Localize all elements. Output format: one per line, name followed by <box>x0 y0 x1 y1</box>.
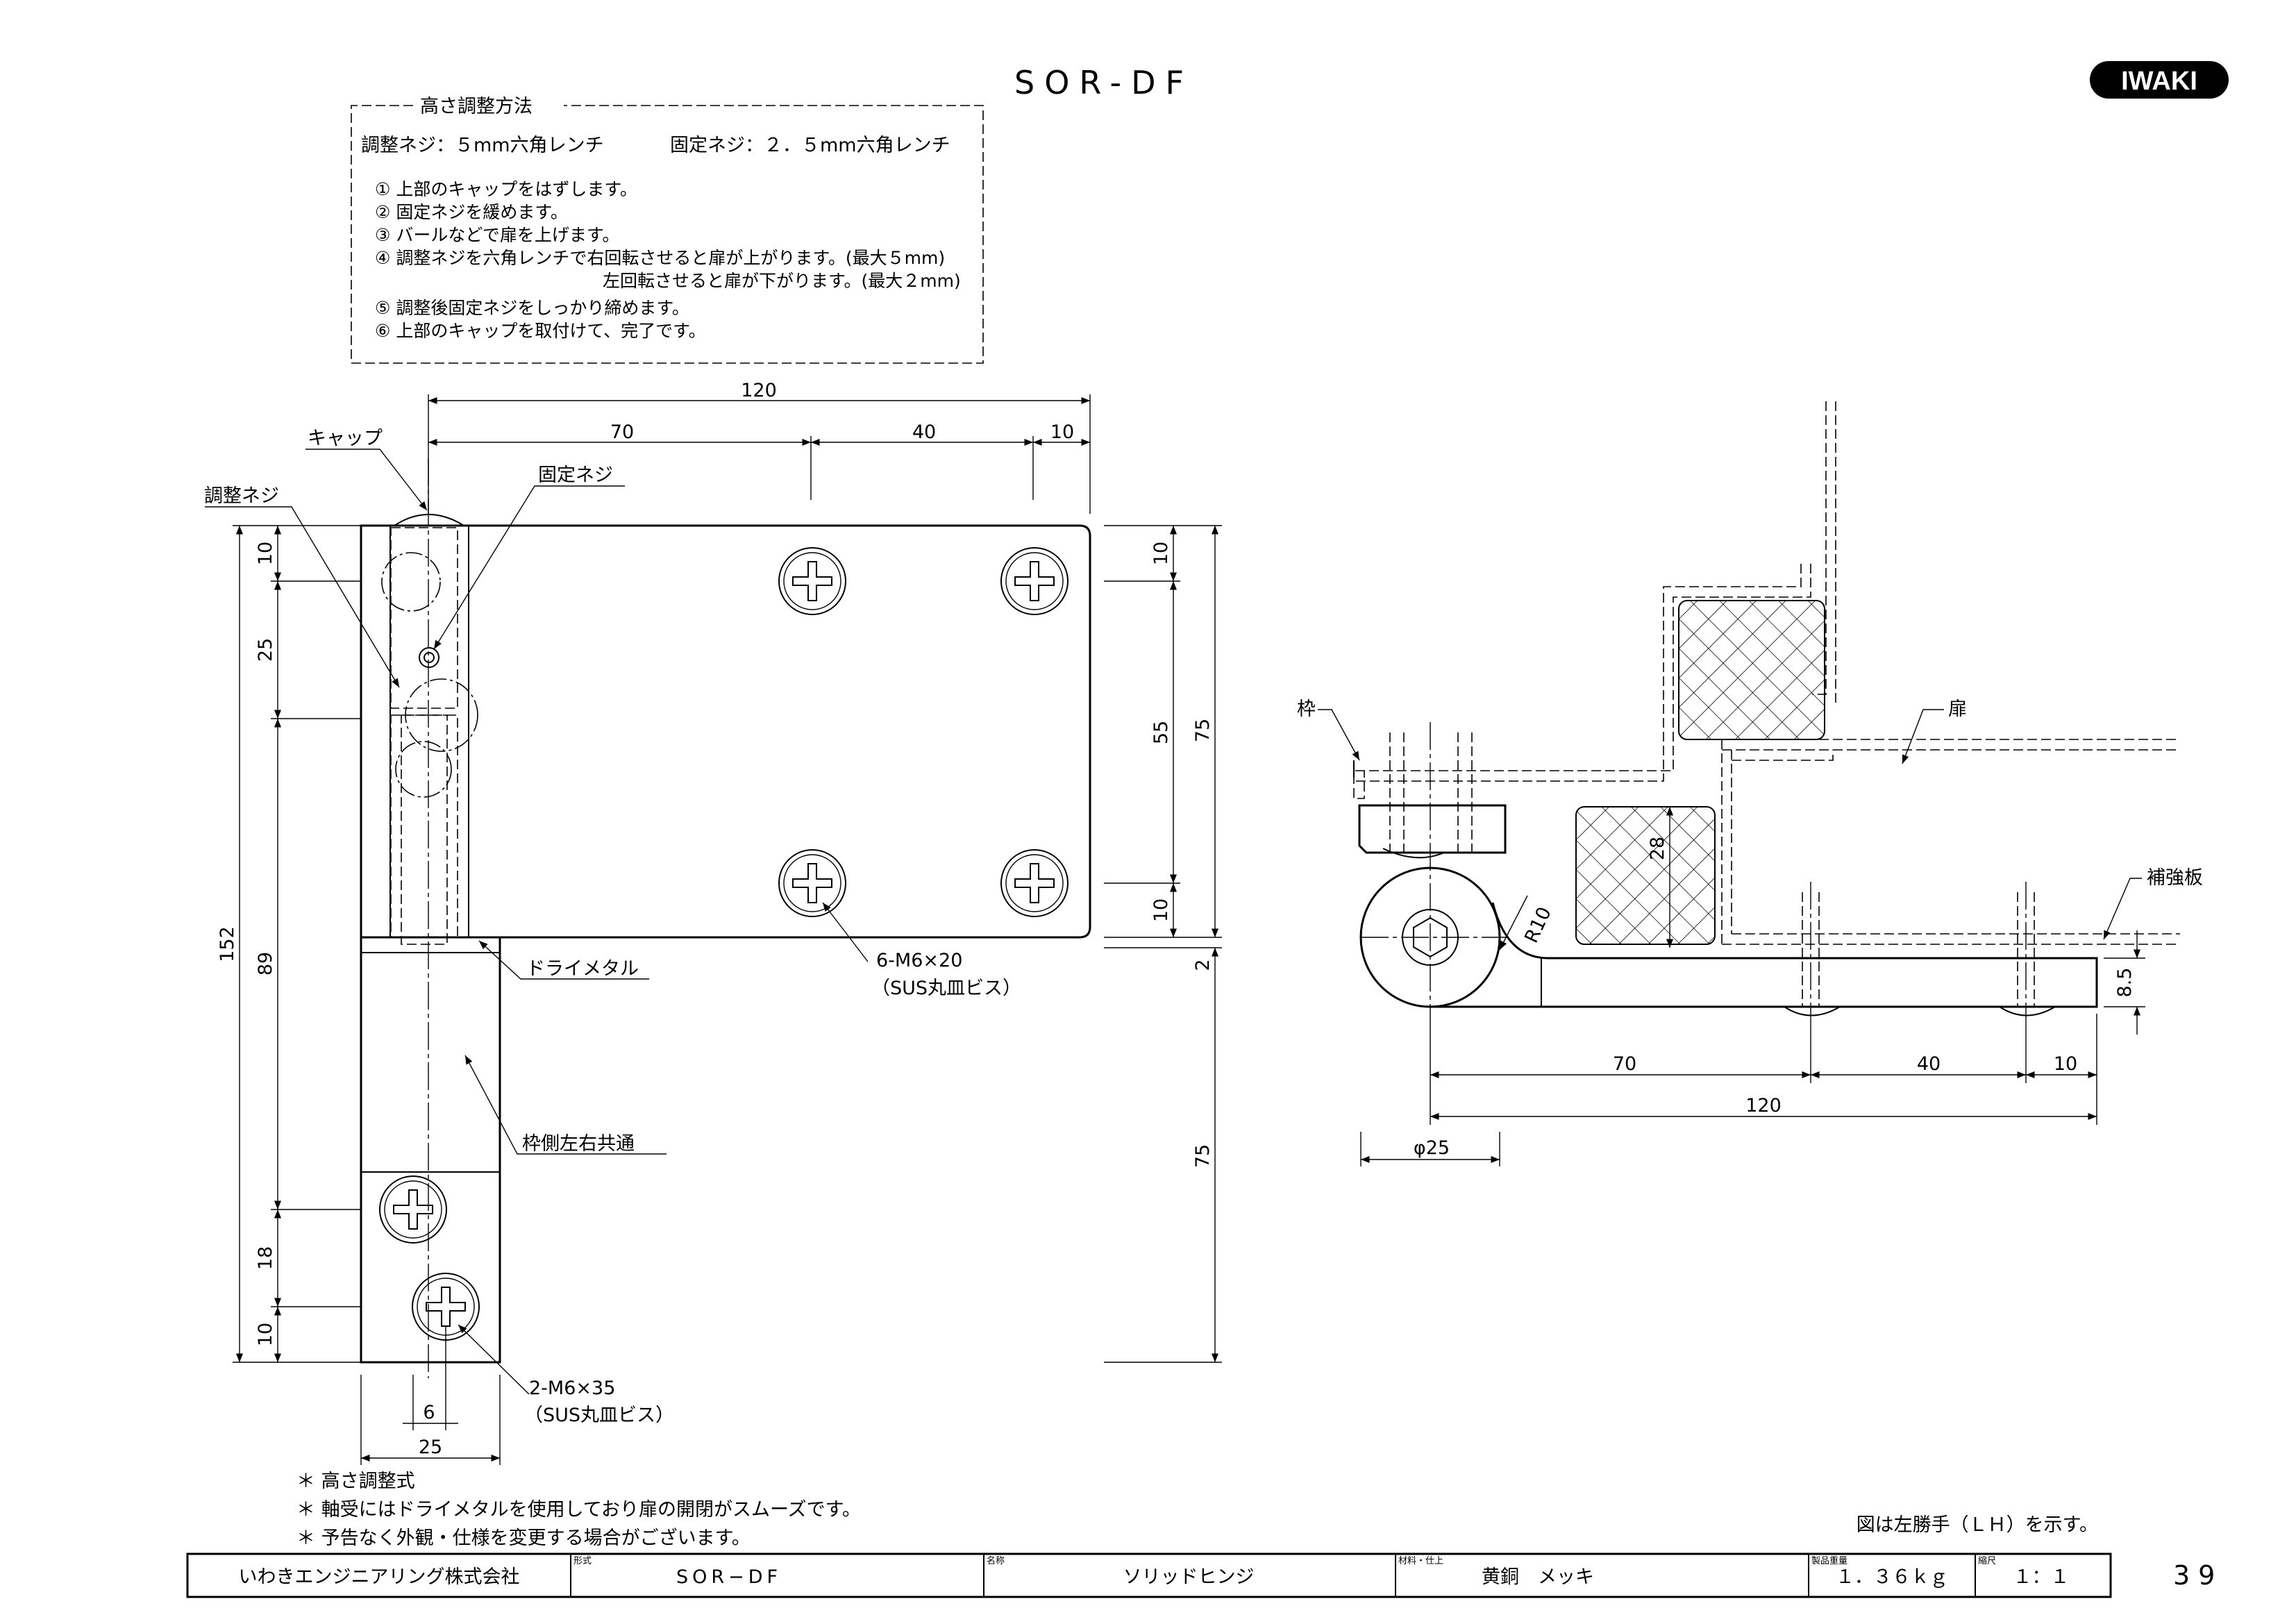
dim-left-89: 89 <box>255 952 276 976</box>
adjust-box-title: 高さ調整方法 <box>420 96 533 117</box>
model-value: SOR−DF <box>676 1566 782 1588</box>
label-reinforce: 補強板 <box>2147 867 2203 889</box>
weight-caption: 製品重量 <box>1811 1555 1847 1566</box>
drawing-title: SOR-DF <box>1014 64 1193 101</box>
section-view: 枠 扉 補強板 R10 28 8.5 70 40 10 120 φ25 図は左勝… <box>1297 401 2203 1536</box>
material-caption: 材料・仕上 <box>1398 1556 1443 1566</box>
dim-bottom-6: 6 <box>423 1402 435 1423</box>
dim-left-total: 152 <box>217 926 238 962</box>
phillips-screw-icon <box>1000 849 1069 917</box>
material-value: 黄銅 メッキ <box>1482 1566 1594 1588</box>
dim-sec-total: 120 <box>1745 1095 1782 1116</box>
dim-left-18: 18 <box>255 1246 276 1270</box>
dim-right-75b: 75 <box>1192 1144 1214 1168</box>
phillips-screw-icon <box>778 547 846 615</box>
phillips-screw-icon <box>379 1175 447 1244</box>
label-t85: 8.5 <box>2114 968 2136 998</box>
adjust-step: ⑤ 調整後固定ネジをしっかり締めます。 <box>375 298 689 318</box>
label-cap: キャップ <box>308 428 383 449</box>
adjust-step: 左回転させると扉が下がります。(最大２mm) <box>603 271 961 291</box>
adjust-wrench-fix: 固定ネジ：２．５mm六角レンチ <box>670 135 950 156</box>
dim-top-b: 40 <box>912 421 936 443</box>
scale-caption: 縮尺 <box>1978 1555 1996 1566</box>
adjust-step: ① 上部のキャップをはずします。 <box>375 179 637 199</box>
dim-sec-c: 10 <box>2054 1053 2077 1075</box>
label-adjust-screw: 調整ネジ <box>204 485 279 507</box>
dim-top-c: 10 <box>1050 421 1074 443</box>
label-frame-common: 枠側左右共通 <box>522 1133 635 1155</box>
dim-sec-a: 70 <box>1613 1053 1636 1075</box>
label-frame: 枠 <box>1297 698 1316 720</box>
dim-top-a: 70 <box>610 421 634 443</box>
dim-top-total: 120 <box>741 380 777 401</box>
dim-sec-phi: φ25 <box>1414 1137 1450 1159</box>
lh-note: 図は左勝手（ＬＨ）を示す。 <box>1857 1514 2098 1536</box>
adjust-step: ③ バールなどで扉を上げます。 <box>375 225 619 245</box>
adjust-method-box: 高さ調整方法 調整ネジ：５mm六角レンチ 固定ネジ：２．５mm六角レンチ ① 上… <box>351 96 984 364</box>
dim-right-55: 55 <box>1150 721 1172 744</box>
label-screw-plate-note: （SUS丸皿ビス） <box>871 978 1021 999</box>
model-caption: 形式 <box>573 1556 592 1566</box>
note-item: ＊ 予告なく外観・仕様を変更する場合がございます。 <box>296 1527 751 1549</box>
dim-sec-b: 40 <box>1917 1053 1941 1075</box>
label-door: 扉 <box>1948 698 1967 720</box>
label-fix-screw: 固定ネジ <box>538 464 613 486</box>
front-view: 120 70 40 10 <box>204 380 1222 1465</box>
label-screw-frame-note: （SUS丸皿ビス） <box>524 1405 674 1426</box>
label-d28: 28 <box>1647 837 1668 860</box>
dim-right-2: 2 <box>1192 959 1214 971</box>
dim-left-10b: 10 <box>255 1323 276 1346</box>
notes: ＊ 高さ調整式 ＊ 軸受にはドライメタルを使用しており扉の開閉がスムーズです。 … <box>296 1471 861 1549</box>
note-item: ＊ 高さ調整式 <box>296 1471 415 1492</box>
scale-value: １：１ <box>2013 1566 2070 1588</box>
phillips-screw-icon <box>778 849 846 917</box>
adjust-wrench-adjust: 調整ネジ：５mm六角レンチ <box>361 135 604 156</box>
title-block: いわきエンジニアリング株式会社 形式 SOR−DF 名称 ソリッドヒンジ 材料・… <box>186 1552 2112 1598</box>
dim-left-10a: 10 <box>255 542 276 565</box>
adjust-step: ④ 調整ネジを六角レンチで右回転させると扉が上がります。(最大５mm) <box>375 248 945 268</box>
dim-left-25: 25 <box>255 638 276 662</box>
dim-bottom-25: 25 <box>419 1437 442 1458</box>
name-caption: 名称 <box>987 1555 1005 1566</box>
dim-right-10a: 10 <box>1150 542 1172 565</box>
adjust-step: ② 固定ネジを緩めます。 <box>375 202 568 222</box>
adjust-step: ⑥ 上部のキャップを取付けて、完了です。 <box>375 321 706 341</box>
phillips-screw-icon <box>1000 547 1069 615</box>
label-r10: R10 <box>1520 904 1556 946</box>
weight-value: １．３６ｋｇ <box>1836 1566 1948 1588</box>
note-item: ＊ 軸受にはドライメタルを使用しており扉の開閉がスムーズです。 <box>296 1499 861 1521</box>
product-name: ソリッドヒンジ <box>1123 1566 1255 1588</box>
label-screw-plate: 6-M6×20 <box>876 950 962 971</box>
page-number: 39 <box>2173 1560 2223 1591</box>
logo-text: IWAKI <box>2121 67 2197 96</box>
dim-right-75a: 75 <box>1192 719 1214 742</box>
label-dry-metal: ドライメタル <box>526 958 639 980</box>
iwaki-logo: IWAKI <box>2090 61 2229 99</box>
label-screw-frame: 2-M6×35 <box>529 1378 615 1399</box>
dim-right-10b: 10 <box>1150 898 1172 922</box>
company-name: いわきエンジニアリング株式会社 <box>239 1566 520 1588</box>
